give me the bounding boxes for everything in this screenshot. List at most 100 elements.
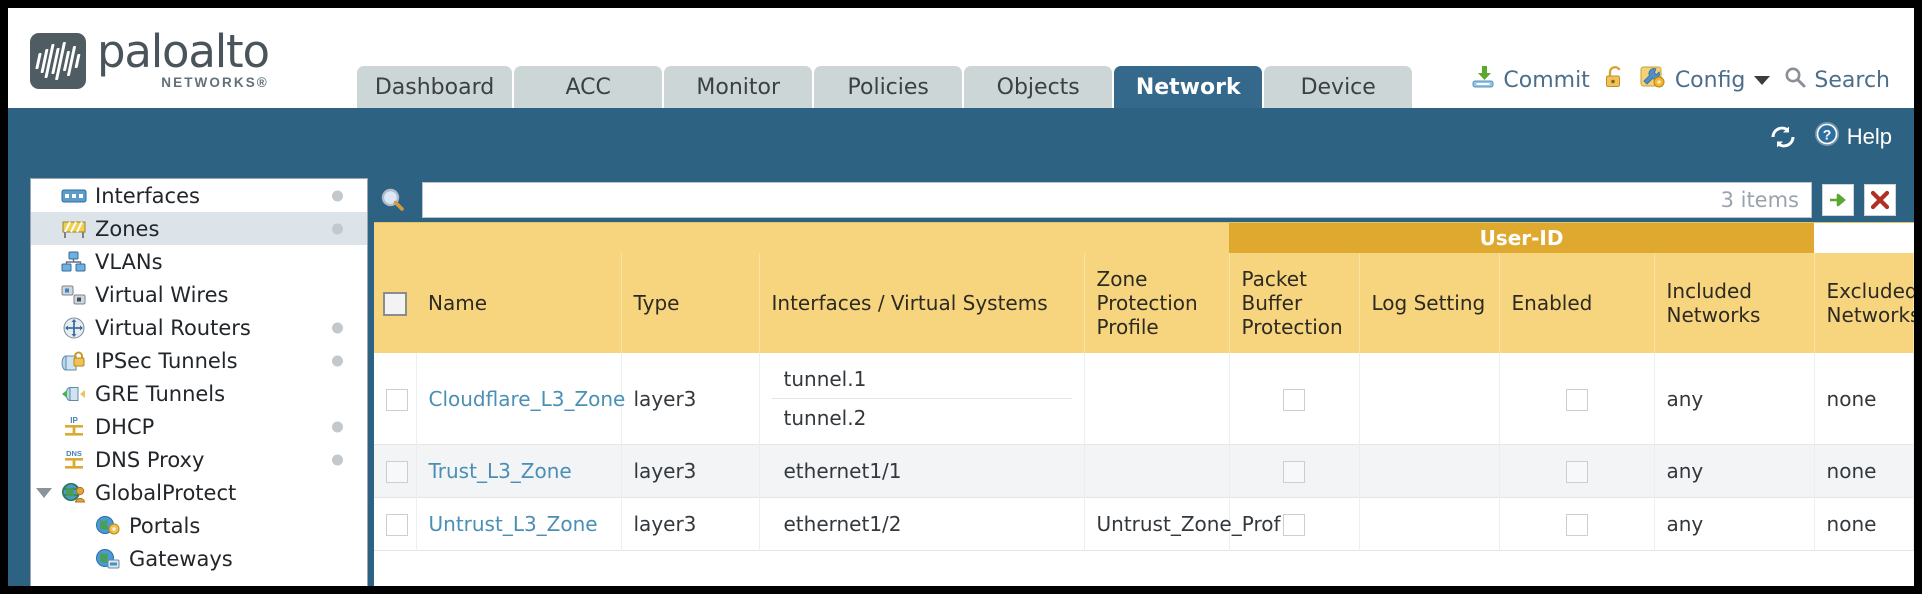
cell-interfaces: tunnel.1 tunnel.2 [759, 353, 1085, 445]
cell-zone-protection-profile: Untrust_Zone_Prof [1084, 497, 1281, 551]
tab-objects[interactable]: Objects [964, 66, 1113, 108]
column-header-interfaces[interactable]: Interfaces / Virtual Systems [759, 253, 1085, 353]
commit-icon [1470, 64, 1496, 96]
clear-filter-button[interactable] [1864, 184, 1896, 216]
column-header-log-setting[interactable]: Log Setting [1359, 253, 1500, 353]
tab-dashboard[interactable]: Dashboard [356, 66, 513, 108]
svg-text:IP: IP [70, 416, 78, 425]
sidebar-item-zones[interactable]: Zones [31, 212, 367, 245]
sidebar-item-ipsec-tunnels[interactable]: IPSec Tunnels [31, 344, 367, 377]
zones-table: User-ID Name Type Interfaces / Virtual S… [374, 223, 1914, 551]
gateways-icon [93, 548, 122, 570]
column-header-included-networks[interactable]: Included Networks [1654, 253, 1815, 353]
search-button[interactable]: Search [1783, 65, 1890, 95]
zone-link[interactable]: Untrust_L3_Zone [428, 512, 598, 536]
sidebar-item-dns-proxy[interactable]: DNS DNS Proxy [31, 443, 367, 476]
zone-link[interactable]: Trust_L3_Zone [428, 459, 572, 483]
packet-buffer-protection-checkbox[interactable] [1283, 388, 1305, 411]
row-checkbox[interactable] [386, 461, 408, 484]
column-header-packet-buffer-protection[interactable]: Packet Buffer Protection [1229, 253, 1360, 353]
tab-policies[interactable]: Policies [814, 66, 963, 108]
sidebar-item-virtual-wires[interactable]: Virtual Wires [31, 278, 367, 311]
row-select-cell[interactable] [374, 497, 417, 551]
cell-name[interactable]: Untrust_L3_Zone [416, 497, 622, 551]
sidebar-container: Interfaces Zones VLANs [8, 166, 368, 586]
cell-userid-enabled[interactable] [1499, 497, 1655, 551]
row-select-cell[interactable] [374, 353, 417, 445]
expand-dot-icon[interactable] [332, 454, 343, 465]
userid-enabled-checkbox[interactable] [1565, 388, 1588, 411]
apply-filter-button[interactable] [1822, 184, 1854, 216]
tab-acc[interactable]: ACC [514, 66, 663, 108]
sidebar-item-portals[interactable]: Portals [31, 509, 367, 542]
column-header-type[interactable]: Type [621, 253, 760, 353]
expand-dot-icon[interactable] [332, 190, 343, 201]
tab-network[interactable]: Network [1114, 66, 1263, 108]
collapse-triangle-icon[interactable] [36, 487, 52, 498]
expand-dot-icon[interactable] [332, 322, 343, 333]
refresh-button[interactable] [1768, 124, 1798, 150]
tab-monitor[interactable]: Monitor [664, 66, 813, 108]
sidebar-item-vlans[interactable]: VLANs [31, 245, 367, 278]
cell-name[interactable]: Trust_L3_Zone [416, 444, 622, 498]
column-header-name[interactable]: Name [416, 253, 622, 353]
cell-name[interactable]: Cloudflare_L3_Zone [416, 353, 625, 445]
row-checkbox[interactable] [386, 514, 408, 537]
sidebar-item-globalprotect[interactable]: GlobalProtect [31, 476, 367, 509]
cell-packet-buffer-protection[interactable] [1229, 444, 1360, 498]
main-navigation-tabs: Dashboard ACC Monitor Policies Objects N… [356, 66, 1413, 108]
globalprotect-icon [59, 482, 88, 504]
row-checkbox[interactable] [386, 388, 408, 411]
virtual-routers-icon [59, 316, 88, 340]
cell-userid-enabled[interactable] [1499, 444, 1655, 498]
content-panel: 3 items [368, 166, 1914, 586]
lock-button[interactable] [1603, 64, 1627, 96]
sidebar-item-interfaces[interactable]: Interfaces [31, 179, 367, 212]
top-action-bar: Commit [1470, 64, 1914, 108]
search-icon [1783, 65, 1807, 95]
packet-buffer-protection-checkbox[interactable] [1283, 514, 1305, 537]
table-row[interactable]: Untrust_L3_Zone layer3 ethernet1/2 Untru… [374, 497, 1914, 551]
sidebar-item-gateways[interactable]: Gateways [31, 542, 367, 575]
sidebar-item-gre-tunnels[interactable]: GRE Tunnels [31, 377, 367, 410]
search-magnifier-icon[interactable] [374, 185, 412, 215]
packet-buffer-protection-checkbox[interactable] [1283, 461, 1305, 484]
virtual-wires-icon [59, 285, 88, 305]
chevron-down-icon[interactable] [1754, 75, 1771, 85]
userid-enabled-checkbox[interactable] [1565, 461, 1588, 484]
tab-device[interactable]: Device [1264, 66, 1413, 108]
cell-userid-enabled[interactable] [1499, 353, 1655, 445]
sidebar-item-dhcp[interactable]: IP DHCP [31, 410, 367, 443]
select-all-checkbox[interactable] [383, 291, 407, 316]
table-row[interactable]: Trust_L3_Zone layer3 ethernet1/1 [374, 444, 1914, 498]
zone-link[interactable]: Cloudflare_L3_Zone [428, 386, 626, 411]
search-input[interactable]: 3 items [422, 182, 1812, 218]
config-button[interactable]: Config [1640, 64, 1771, 96]
row-select-cell[interactable] [374, 444, 417, 498]
userid-enabled-checkbox[interactable] [1565, 514, 1588, 537]
sidebar-item-label: Portals [129, 513, 201, 538]
column-header-zone-protection-profile[interactable]: Zone Protection Profile [1084, 253, 1230, 353]
select-all-header[interactable] [374, 253, 416, 353]
gre-tunnels-icon [59, 384, 88, 404]
sidebar-item-label: Zones [95, 216, 160, 241]
table-header-row: Name Type Interfaces / Virtual Systems Z… [374, 253, 1914, 353]
commit-button[interactable]: Commit [1470, 64, 1590, 96]
cell-packet-buffer-protection[interactable] [1229, 353, 1360, 445]
expand-dot-icon[interactable] [332, 421, 343, 432]
expand-dot-icon[interactable] [332, 223, 343, 234]
group-header-userid: User-ID [1229, 223, 1815, 253]
column-header-enabled[interactable]: Enabled [1499, 253, 1655, 353]
ipsec-tunnels-icon [59, 350, 88, 372]
cell-packet-buffer-protection[interactable] [1229, 497, 1360, 551]
expand-dot-icon[interactable] [332, 355, 343, 366]
column-header-excluded-networks[interactable]: Excluded Networks [1814, 253, 1914, 353]
sidebar-item-label: IPSec Tunnels [95, 348, 238, 373]
sub-toolbar: ? Help [8, 108, 1914, 166]
table-row[interactable]: Cloudflare_L3_Zone layer3 tunnel.1 tunne… [374, 353, 1914, 445]
sidebar-item-virtual-routers[interactable]: Virtual Routers [31, 311, 367, 344]
brand-name: paloalto [97, 25, 270, 79]
sidebar-item-label: GlobalProtect [95, 480, 237, 505]
zones-icon [59, 219, 88, 239]
help-button[interactable]: ? Help [1813, 120, 1892, 154]
